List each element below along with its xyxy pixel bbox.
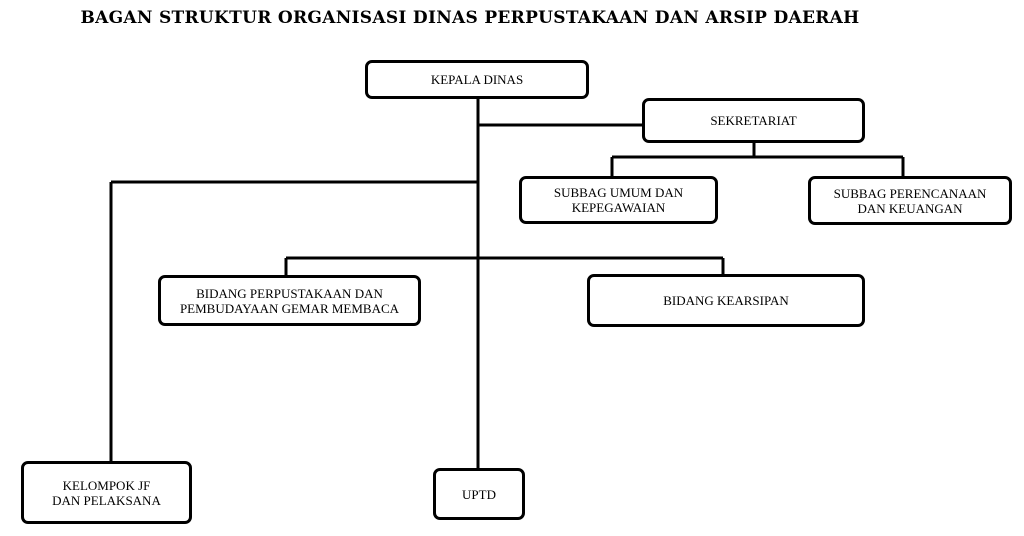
node-kepala-dinas: KEPALA DINAS [365,60,589,99]
node-subbag-umum: SUBBAG UMUM DAN KEPEGAWAIAN [519,176,718,224]
node-subbag-perencanaan: SUBBAG PERENCANAAN DAN KEUANGAN [808,176,1012,225]
node-bidang-kearsipan: BIDANG KEARSIPAN [587,274,865,327]
node-kelompok-jf: KELOMPOK JF DAN PELAKSANA [21,461,192,524]
chart-title: BAGAN STRUKTUR ORGANISASI DINAS PERPUSTA… [80,8,860,28]
node-uptd: UPTD [433,468,525,520]
node-sekretariat: SEKRETARIAT [642,98,865,143]
node-bidang-perpustakaan: BIDANG PERPUSTAKAAN DAN PEMBUDAYAAN GEMA… [158,275,421,326]
